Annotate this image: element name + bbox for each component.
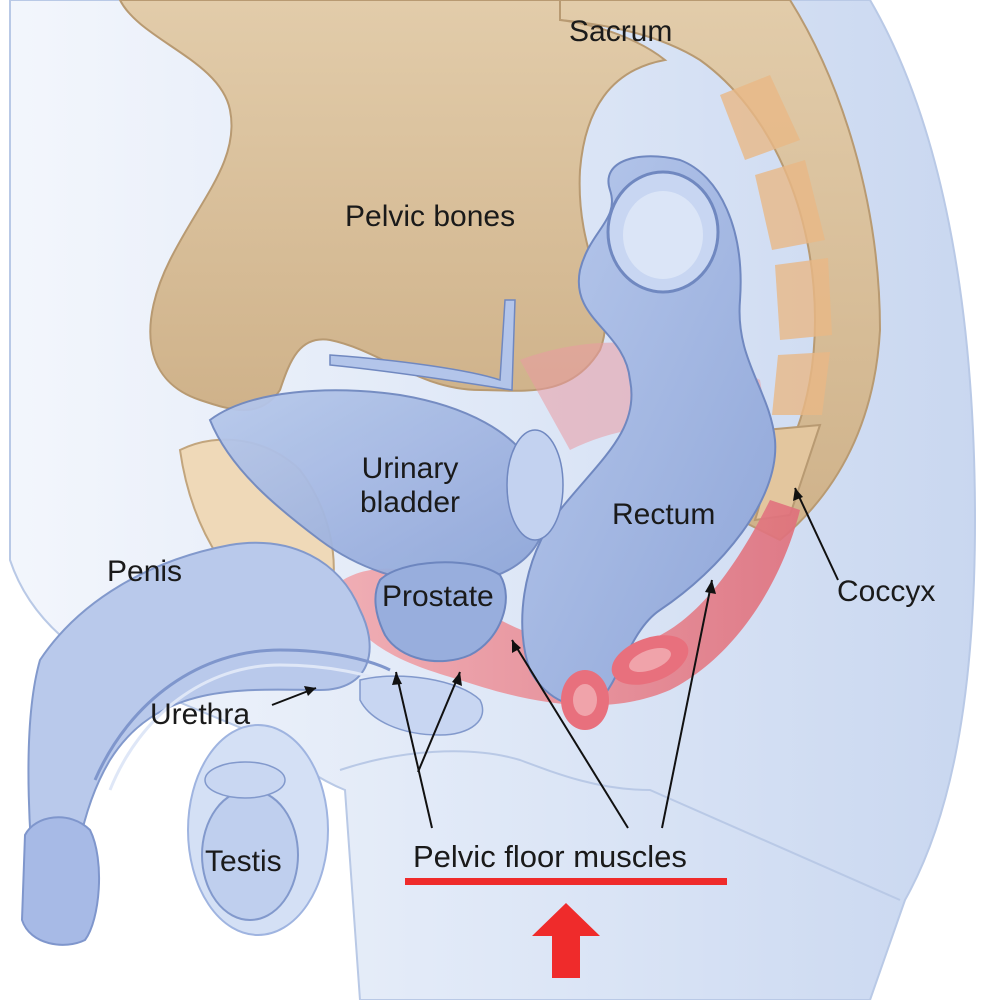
label-urinary-line1: Urinary — [361, 452, 459, 485]
vertebra-1 — [720, 75, 800, 160]
prostate-organ — [374, 561, 507, 663]
label-testis: Testis — [205, 845, 282, 878]
leader-floor-2 — [417, 671, 461, 773]
urethra-tube-inner — [108, 663, 393, 791]
red-up-arrow — [532, 903, 600, 978]
label-urethra: Urethra — [150, 698, 251, 731]
vertebra-3 — [775, 258, 832, 340]
highlight-underline — [405, 878, 727, 885]
label-rectum: Rectum — [612, 498, 716, 531]
vertebra-2 — [755, 160, 825, 250]
leader-coccyx — [794, 487, 839, 581]
arrowheads — [304, 488, 803, 696]
pelvic-bone — [118, 0, 668, 411]
label-pelvic-floor-muscles: Pelvic floor muscles — [413, 839, 687, 874]
ureter — [329, 299, 516, 391]
label-coccyx: Coccyx — [837, 575, 936, 608]
buttock-fold — [339, 750, 901, 901]
epididymis — [204, 761, 286, 799]
leader-floor-3 — [511, 639, 629, 829]
label-sacrum: Sacrum — [569, 15, 673, 48]
label-prostate: Prostate — [382, 580, 494, 613]
urethra-tube — [93, 648, 391, 781]
leader-floor-1 — [395, 671, 433, 829]
vertebra-4 — [772, 352, 830, 415]
label-urinary-bladder: Urinary bladder — [340, 452, 480, 519]
glans — [20, 816, 100, 946]
label-pelvic-bones: Pelvic bones — [345, 200, 516, 233]
label-urinary-line2: bladder — [359, 485, 461, 519]
seminal-vesicle — [506, 429, 564, 541]
label-penis: Penis — [107, 555, 183, 588]
leader-floor-4 — [661, 579, 713, 829]
